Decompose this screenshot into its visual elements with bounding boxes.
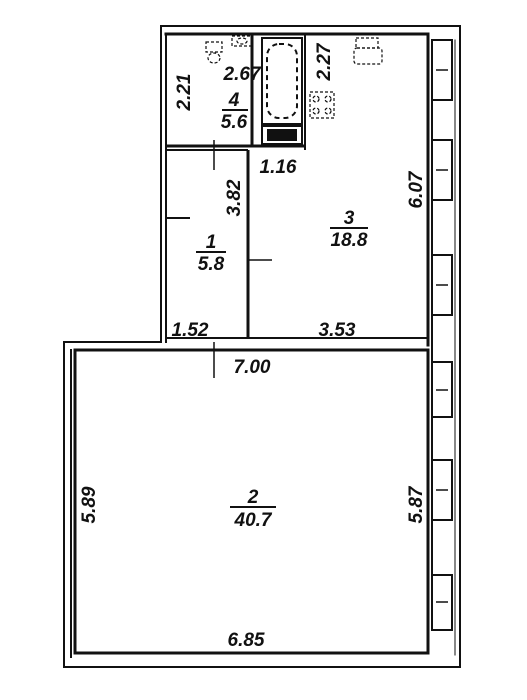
bathtub-icon	[261, 37, 303, 145]
dim-bath-height-right: 2.27	[314, 42, 335, 81]
stove-icon	[309, 91, 335, 119]
room-1-area: 5.8	[198, 254, 225, 275]
kitchen-sink-icon	[353, 37, 383, 65]
walls	[63, 25, 461, 668]
partitions	[166, 34, 428, 378]
dim-living-width-top: 7.00	[234, 357, 271, 378]
room-4-number: 4	[228, 90, 240, 111]
room-labels: 4 5.6 3 18.8 1 5.8 2 40.7	[196, 90, 368, 531]
dim-living-width-bottom: 6.85	[228, 630, 265, 651]
room-4-area: 5.6	[221, 112, 248, 133]
toilet-icon	[205, 41, 223, 64]
room-2-area: 40.7	[234, 510, 273, 531]
sink-icon	[231, 35, 253, 47]
room-3-area: 18.8	[331, 230, 368, 251]
dim-hall-height: 3.82	[224, 179, 245, 216]
dim-kitchen-height: 6.07	[406, 170, 427, 208]
dim-bath-width: 2.67	[223, 64, 262, 85]
dim-hall-width-top: 1.16	[260, 157, 297, 178]
room-1-number: 1	[206, 232, 217, 253]
dim-living-height-right: 5.87	[406, 485, 427, 523]
window-icons	[436, 69, 448, 603]
dimension-labels: 2.67 2.21 2.27 1.16 3.82 6.07 1.52 3.53 …	[79, 42, 427, 651]
dim-hall-width-bottom: 1.52	[172, 320, 209, 341]
dim-bath-height: 2.21	[174, 74, 195, 112]
dim-kitchen-width: 3.53	[319, 320, 356, 341]
windows	[431, 39, 453, 631]
room-3-number: 3	[344, 208, 355, 229]
dim-living-height-left: 5.89	[79, 486, 100, 523]
room-2-number: 2	[247, 487, 259, 508]
